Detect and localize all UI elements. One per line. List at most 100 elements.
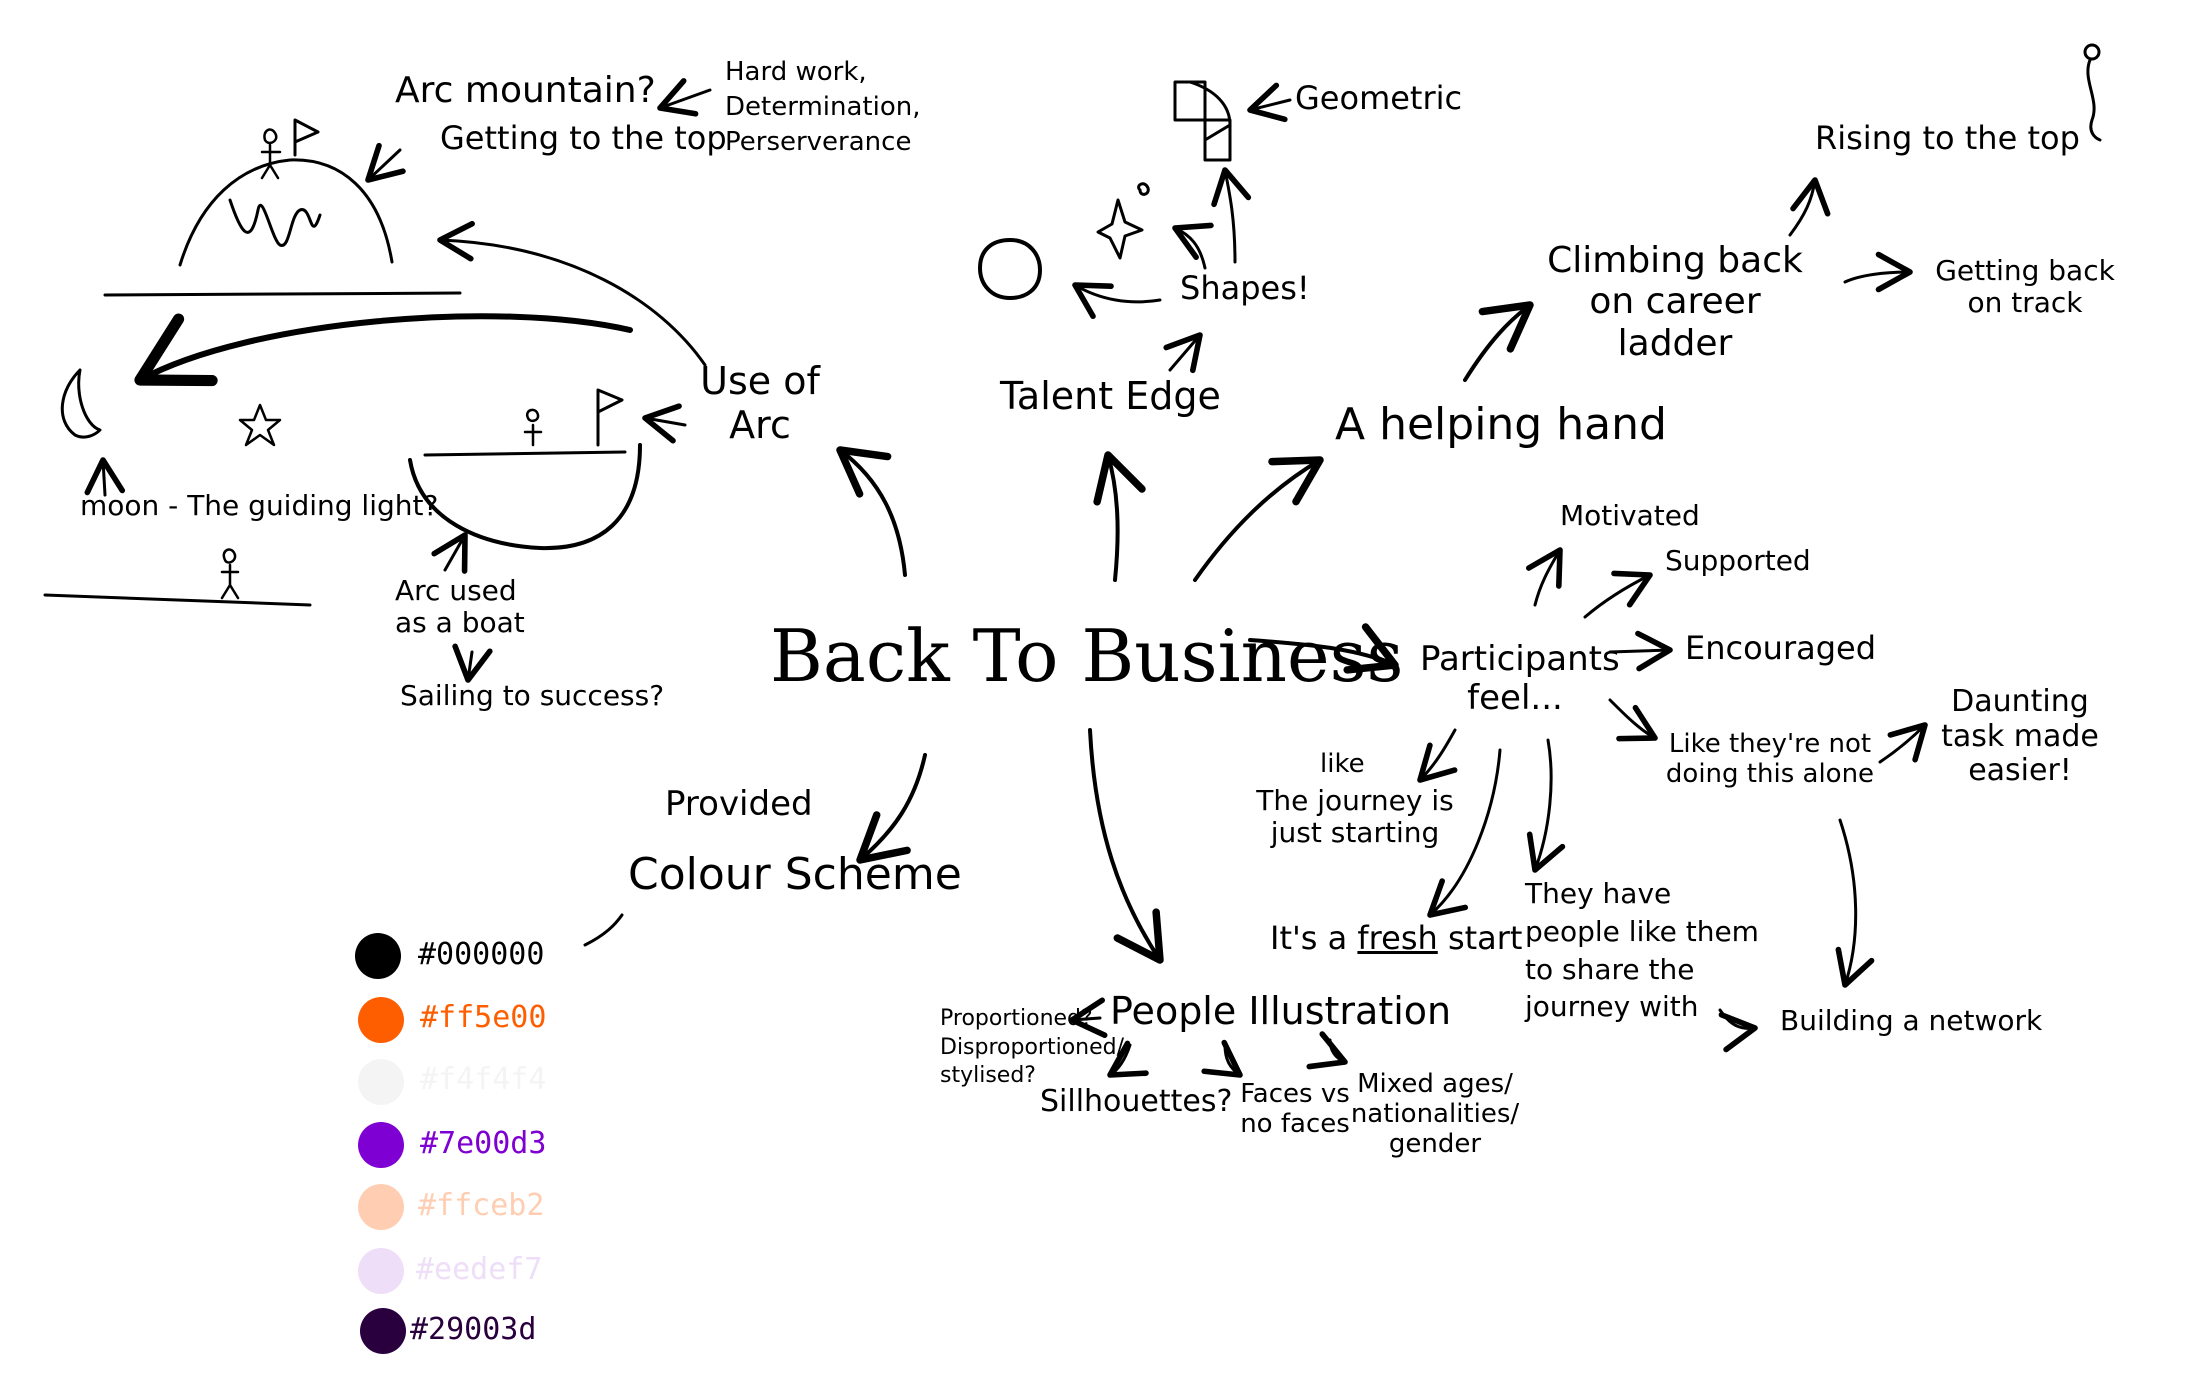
participants-daunting: Daunting task made easier!: [1941, 684, 2099, 788]
swatch-peach-label: #ffceb2: [418, 1188, 545, 1223]
arrow-climbing-to-rising: [1788, 177, 1831, 237]
arrow-talent-to-shapes: [1163, 332, 1203, 374]
mountain-shape: [178, 158, 394, 267]
arrow-center-to-colour: [856, 753, 927, 864]
swatch-lavender-dot: [358, 1248, 404, 1294]
fresh-prefix: It's a: [1270, 919, 1348, 957]
talent-geometric: Geometric: [1295, 79, 1463, 117]
participants-network: Building a network: [1780, 1004, 2043, 1037]
swatch-black-dot: [355, 933, 401, 979]
arc-mountain-sub: Getting to the top: [440, 119, 727, 157]
arrow-alone-to-network: [1835, 818, 1875, 988]
sparkle-icon: [1096, 182, 1150, 260]
swatch-black-label: #000000: [418, 937, 545, 972]
swatch-dark-purple-dot: [360, 1308, 406, 1354]
swatch-orange-dot: [358, 997, 404, 1043]
arrow-to-boat: [431, 532, 468, 574]
branch-helping-hand: A helping hand: [1335, 399, 1667, 450]
arrow-shapes-to-circle: [1072, 282, 1162, 320]
arrow-to-motivated: [1525, 547, 1563, 607]
people-mixed: Mixed ages/ nationalities/ gender: [1350, 1069, 1520, 1159]
participants-journey-like: like: [1320, 749, 1365, 779]
flag-on-mountain: [293, 118, 320, 157]
colour-connector: [583, 913, 624, 947]
mountain-ground: [103, 291, 462, 297]
stickman-boat: [523, 408, 543, 447]
stickman-mountain: [260, 128, 282, 180]
arrow-helping-to-climbing: [1463, 301, 1534, 382]
arrow-center-to-arc: [836, 446, 907, 577]
swatch-light-grey-dot: [358, 1059, 404, 1105]
arrow-to-encouraged: [1608, 630, 1673, 672]
participants-supported: Supported: [1665, 544, 1811, 577]
big-arc: [134, 313, 633, 387]
arrow-to-mountain-from-label: [365, 142, 406, 183]
arrow-shapes-to-star: [1172, 222, 1214, 270]
moon-icon: [60, 368, 102, 439]
helping-climbing: Climbing back on career ladder: [1547, 240, 1803, 364]
arrow-climbing-to-track: [1843, 251, 1913, 293]
balloon-icon: [2083, 43, 2101, 61]
swatch-purple-label: #7e00d3: [420, 1126, 547, 1161]
central-topic: Back To Business: [770, 614, 1404, 698]
helping-getting-back: Getting back on track: [1935, 254, 2115, 320]
arrow-to-share: [1526, 738, 1566, 873]
balloon-string: [2086, 58, 2102, 142]
swatch-orange-label: #ff5e00: [420, 1000, 547, 1035]
arrow-to-silhouettes: [1107, 1040, 1149, 1078]
people-faces: Faces vs no faces: [1240, 1079, 1350, 1139]
colour-provided: Provided: [665, 784, 813, 824]
colour-scheme-title: Colour Scheme: [628, 849, 962, 900]
arrow-to-faces: [1201, 1039, 1243, 1078]
talent-shapes: Shapes!: [1180, 269, 1310, 307]
arrow-to-moon: [84, 457, 126, 497]
participants-journey: The journey is just starting: [1256, 784, 1454, 850]
arrow-shapes-to-geometric: [1211, 167, 1252, 264]
participants-fresh-start: It's a fresh start: [1270, 920, 1522, 957]
swatch-peach-dot: [358, 1184, 404, 1230]
participants-not-alone: Like they're not doing this alone: [1665, 729, 1875, 789]
arrow-boat-to-sailing: [452, 643, 493, 683]
mountain-squiggle: [228, 198, 322, 247]
branch-participants: Participants feel...: [1420, 639, 1620, 719]
branch-talent-edge: Talent Edge: [1000, 374, 1221, 418]
arrow-center-to-people: [1088, 728, 1164, 964]
swatch-purple-dot: [358, 1122, 404, 1168]
circle-icon: [978, 238, 1042, 300]
boat-arc: [408, 443, 642, 551]
ground-line-left: [43, 593, 312, 607]
arrow-note-to-mountain-title: [657, 78, 712, 117]
arc-mountain-title: Arc mountain?: [395, 70, 656, 111]
arc-boat-note: Arc used as a boat: [395, 574, 525, 640]
flag-boat: [596, 388, 624, 447]
arrow-to-fresh: [1427, 748, 1502, 918]
arrow-center-to-talent: [1093, 451, 1146, 582]
arrow-to-proportioned: [1069, 997, 1108, 1039]
helping-rising: Rising to the top: [1815, 119, 2080, 157]
fresh-suffix: start: [1447, 919, 1523, 957]
arrow-arc-small: [642, 403, 687, 444]
arrow-to-mixed: [1306, 1031, 1348, 1070]
arrow-to-supported: [1583, 570, 1653, 619]
boat-line: [423, 450, 627, 457]
arc-sailing-note: Sailing to success?: [400, 679, 665, 712]
arrow-alone-to-daunting: [1878, 722, 1928, 764]
arrow-arc-to-mountain: [437, 220, 707, 367]
branch-people-illustration: People Illustration: [1110, 989, 1452, 1033]
fresh-word: fresh: [1357, 919, 1438, 957]
branch-use-of-arc: Use of Arc: [700, 359, 820, 447]
arrow-center-to-participants: [1248, 623, 1399, 674]
arc-mountain-note: Hard work, Determination, Perserverance: [725, 57, 921, 158]
swatch-light-grey-label: #f4f4f4: [420, 1062, 547, 1097]
star-icon: [238, 403, 282, 447]
participants-share: They have people like them to share the …: [1525, 877, 1759, 1024]
stickman-ground: [220, 548, 240, 600]
arrow-geometric-label: [1247, 82, 1292, 123]
swatch-dark-purple-label: #29003d: [410, 1312, 537, 1347]
arrow-share-to-network: [1718, 1008, 1758, 1053]
swatch-lavender-label: #eedef7: [416, 1252, 543, 1287]
people-silhouettes: Sillhouettes?: [1040, 1084, 1233, 1119]
arrow-to-journey: [1417, 728, 1458, 783]
people-proportioned: Proportioned? Disproportioned/ stylised?: [940, 1006, 1125, 1089]
